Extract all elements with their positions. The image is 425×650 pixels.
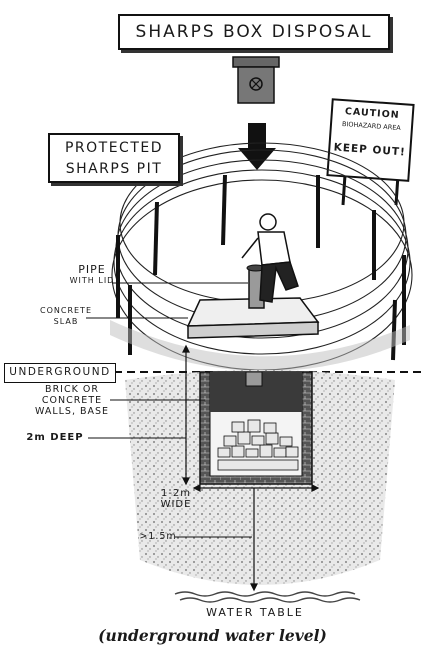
caution-sign-text: CAUTION BIOHAZARD AREA KEEP OUT! xyxy=(332,105,409,158)
brick-label-line2: CONCRETE xyxy=(26,395,118,406)
underground-label: UNDERGROUND xyxy=(4,363,116,383)
caption: (underground water level) xyxy=(0,626,425,645)
width-label: 1-2m WIDE xyxy=(156,488,196,510)
pit-label-line2: SHARPS PIT xyxy=(50,159,178,180)
pit-label-line1: PROTECTED xyxy=(50,138,178,159)
brick-label-line1: BRICK OR xyxy=(26,384,118,395)
above-water-label: >1.5m xyxy=(138,531,178,542)
down-arrow-icon xyxy=(238,123,276,170)
pipe-label: PIPE WITH LID xyxy=(62,264,122,286)
width-label-line2: WIDE xyxy=(156,499,196,510)
pipe-label-sub: WITH LID xyxy=(62,275,122,286)
pit-cross-section xyxy=(200,372,312,484)
sign-biohazard: BIOHAZARD AREA xyxy=(334,119,408,132)
protected-sharps-pit-label: PROTECTED SHARPS PIT xyxy=(48,133,180,183)
width-label-line1: 1-2m xyxy=(156,488,196,499)
brick-walls-label: BRICK OR CONCRETE WALLS, BASE xyxy=(26,384,118,417)
concrete-label-sub: SLAB xyxy=(36,316,96,327)
depth-label: 2m DEEP xyxy=(20,432,90,443)
water-table-waves xyxy=(175,592,360,602)
concrete-label-main: CONCRETE xyxy=(36,305,96,316)
page-title: SHARPS BOX DISPOSAL xyxy=(118,14,390,50)
sharps-box-icon xyxy=(233,57,279,103)
water-table-label: WATER TABLE xyxy=(190,607,320,618)
brick-label-line3: WALLS, BASE xyxy=(26,406,118,417)
concrete-slab-label: CONCRETE SLAB xyxy=(36,305,96,327)
pipe-label-main: PIPE xyxy=(62,264,122,275)
